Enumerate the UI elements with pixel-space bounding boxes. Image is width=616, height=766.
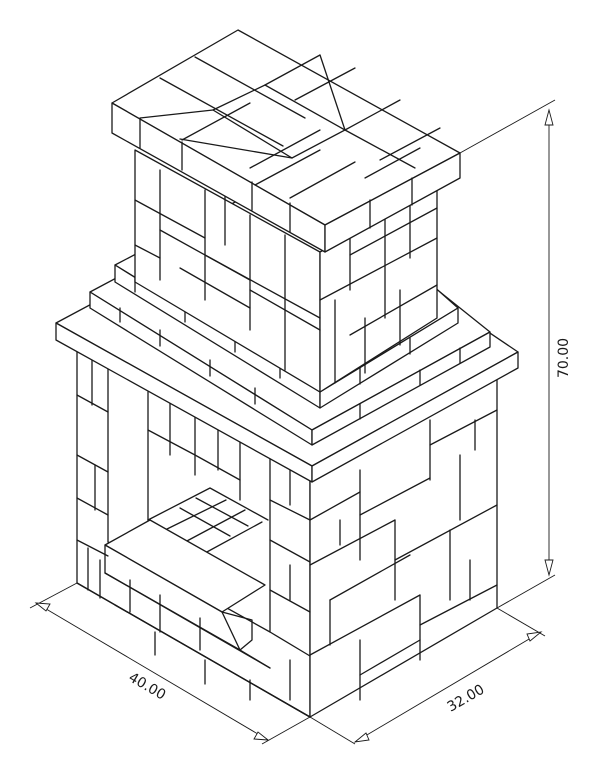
cap-right-edge xyxy=(324,152,461,253)
base-right-bricks xyxy=(309,409,498,701)
depth-arrow-right xyxy=(526,631,543,642)
chimney-bricks xyxy=(134,169,438,384)
firebox-base xyxy=(76,341,498,718)
chimney-cap xyxy=(111,29,461,253)
width-label: 40.00 xyxy=(126,670,169,704)
height-arrow-top xyxy=(544,108,554,126)
mantel-right-edge xyxy=(311,351,519,483)
depth-arrow-left xyxy=(353,732,370,743)
height-dimension: 70.00 xyxy=(459,99,572,609)
depth-label: 32.00 xyxy=(445,682,488,716)
height-label: 70.00 xyxy=(556,338,572,378)
width-arrow-left xyxy=(34,602,51,612)
firebox-floor xyxy=(147,487,269,554)
base-left-bricks xyxy=(76,349,311,718)
cap-stones xyxy=(139,54,441,199)
height-arrow-bottom xyxy=(544,559,554,577)
width-arrow-right xyxy=(253,731,270,741)
